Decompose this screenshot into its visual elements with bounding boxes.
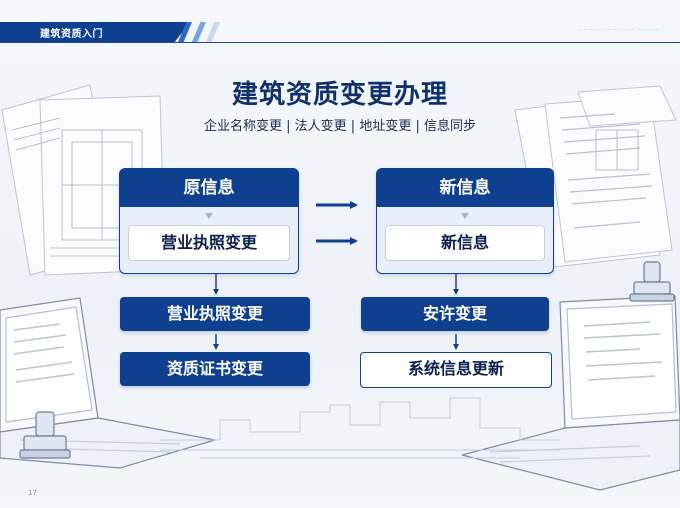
down-triangle-icon — [461, 213, 469, 219]
blueprint-drawing-left — [11, 117, 160, 257]
page-number: 17 — [28, 489, 37, 497]
new-info-heading: 新信息 — [377, 169, 553, 207]
step-business-license-change: 营业执照变更 — [120, 297, 310, 331]
new-info-panel: 新信息 新信息 — [376, 168, 554, 274]
original-info-panel: 原信息 营业执照变更 — [119, 168, 299, 274]
blueprint-drawing-right — [595, 129, 639, 171]
step-qualification-certificate-change: 资质证书变更 — [120, 352, 310, 386]
skyline-sketch — [160, 397, 560, 459]
step-system-info-update: 系统信息更新 — [360, 352, 552, 388]
laptop-right-screen-lines — [583, 321, 663, 381]
header-tab — [0, 22, 190, 42]
original-info-item: 营业执照变更 — [128, 225, 290, 261]
header-right-note: ·········· ······ ······ ········ — [578, 27, 658, 34]
laptop-left-screen-lines — [13, 323, 75, 383]
new-info-item: 新信息 — [385, 225, 545, 261]
laptop-right — [461, 295, 680, 491]
down-triangle-icon — [205, 213, 213, 219]
original-info-heading: 原信息 — [120, 169, 298, 207]
document-lines-right — [559, 113, 653, 229]
page-title: 建筑资质变更办理 — [231, 80, 448, 110]
header-tab-label: 建筑资质入门 — [40, 29, 103, 40]
stamp-right — [629, 261, 675, 302]
step-safety-permit-change: 安许变更 — [361, 297, 549, 331]
header-bar: 建筑资质入门 ·········· ······ ······ ········ — [0, 22, 680, 43]
page-subtitle: 企业名称变更 | 法人变更 | 地址变更 | 信息同步 — [204, 119, 476, 134]
stamp-left — [19, 411, 71, 459]
